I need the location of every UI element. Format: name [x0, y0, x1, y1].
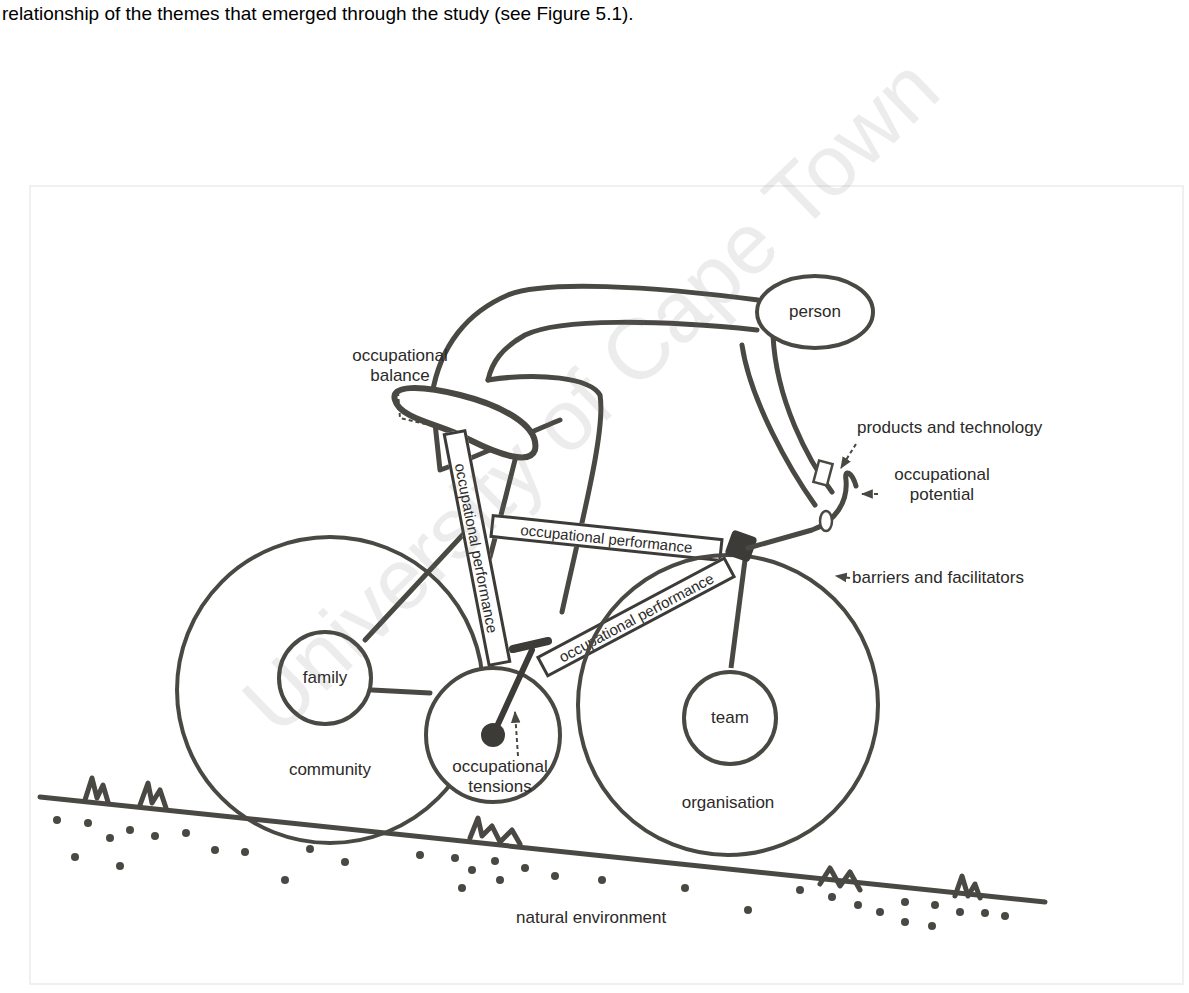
front-wheel: organisation team — [576, 553, 880, 857]
grass-tuft — [820, 868, 860, 890]
ground-dot — [241, 848, 249, 856]
ground-dot — [53, 816, 61, 824]
grass-tuft — [470, 818, 520, 844]
ground-dot — [116, 862, 124, 870]
node-text: occupational performance — [447, 433, 508, 664]
ground-dot — [468, 866, 476, 874]
leader-line — [862, 493, 878, 495]
ground-dot — [876, 908, 884, 916]
ground-dot — [126, 826, 134, 834]
chainring — [426, 668, 560, 802]
pedal — [513, 641, 548, 649]
ground-dot — [551, 872, 559, 880]
handlebar — [748, 473, 856, 548]
node-text: team — [682, 708, 778, 728]
ground-dot — [151, 832, 159, 840]
rear-wheel: community family — [175, 535, 485, 845]
ground-dot — [901, 918, 909, 926]
leader-line — [398, 392, 425, 424]
leader-line — [841, 444, 856, 468]
person-head: person — [755, 274, 875, 350]
ground-dot — [854, 901, 862, 909]
ground-dot — [681, 884, 689, 892]
ground-dot — [981, 909, 989, 917]
ground-dot — [521, 864, 529, 872]
ground-dot — [901, 898, 909, 906]
ground-dot — [931, 901, 939, 909]
ground-dot — [416, 851, 424, 859]
page-text: relationship of the themes that emerged … — [2, 2, 634, 25]
ground-dot — [71, 853, 79, 861]
theme-label: barriers and facilitators — [852, 568, 1024, 588]
ground-dot — [281, 876, 289, 884]
ground-dot — [956, 908, 964, 916]
torso-front — [488, 322, 757, 380]
grass-tuft — [85, 778, 108, 802]
rear-wheel-shape — [177, 537, 483, 843]
theme-label: products and technology — [857, 418, 1042, 438]
brake-lever — [820, 511, 832, 531]
node-text: person — [755, 302, 875, 322]
frame-band: occupational performance — [536, 556, 736, 678]
crank-hub — [481, 723, 505, 747]
frame-band: occupational performance — [489, 514, 723, 562]
ground-dot — [84, 819, 92, 827]
torso-back — [432, 286, 758, 395]
figure-frame — [30, 186, 1183, 984]
node-text: family — [277, 668, 373, 688]
ground-dot — [744, 906, 752, 914]
theme-label: occupational balance — [340, 346, 460, 386]
node-text: community — [175, 760, 485, 780]
ground-dot — [451, 854, 459, 862]
ground-dot — [928, 922, 936, 930]
ground-line — [40, 797, 1045, 902]
bar-device — [813, 461, 832, 486]
grass-tuft — [140, 783, 166, 808]
rear-hub: family — [277, 630, 373, 726]
ground-dot — [341, 858, 349, 866]
arm-near — [773, 335, 832, 492]
leader-line — [836, 576, 850, 578]
ground-dot — [182, 829, 190, 837]
grass-tuft — [955, 876, 980, 898]
ground-dot — [1001, 912, 1009, 920]
chain-stay — [372, 690, 430, 693]
ground-dot — [306, 845, 314, 853]
node-text: organisation — [576, 793, 880, 813]
ground-dot — [106, 834, 114, 842]
front-hub: team — [682, 670, 778, 766]
theme-label: occupational potential — [882, 465, 1002, 505]
theme-label: natural environment — [516, 908, 666, 928]
ground-dot — [458, 884, 466, 892]
ground-dot — [491, 857, 499, 865]
node-text: occupational performance — [492, 518, 720, 559]
ground-dot — [796, 886, 804, 894]
theme-label: occupational tensions — [440, 757, 560, 797]
ground-dot — [211, 846, 219, 854]
ground-dot — [598, 876, 606, 884]
ground-dot — [828, 893, 836, 901]
leader-line — [515, 712, 518, 756]
ground-dot — [496, 876, 504, 884]
